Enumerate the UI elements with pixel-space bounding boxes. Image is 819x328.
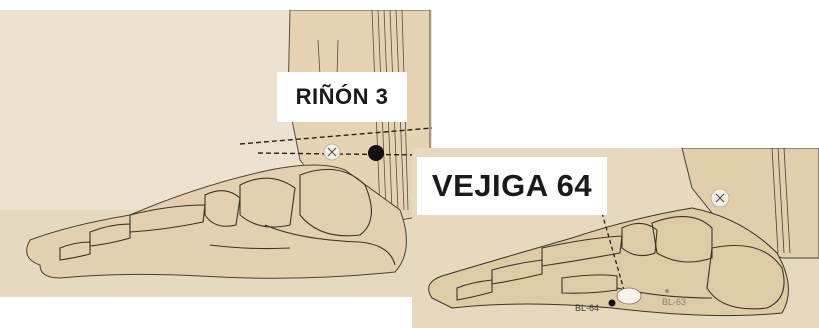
kidney-3-marker xyxy=(368,145,384,161)
kidney-3-label: RIÑÓN 3 xyxy=(277,72,407,122)
kidney-foot-image xyxy=(0,10,432,297)
malleolus-marker xyxy=(324,144,340,160)
bl-63-dot xyxy=(665,289,669,293)
bl-64-dot xyxy=(609,300,616,307)
bl-64-caption: BL-64 xyxy=(575,303,599,313)
bl-64-highlight xyxy=(617,288,641,304)
bl-63-caption: BL-63 xyxy=(662,297,686,307)
heel-point-marker xyxy=(711,189,729,207)
bladder-64-label: VEJIGA 64 xyxy=(417,157,607,215)
